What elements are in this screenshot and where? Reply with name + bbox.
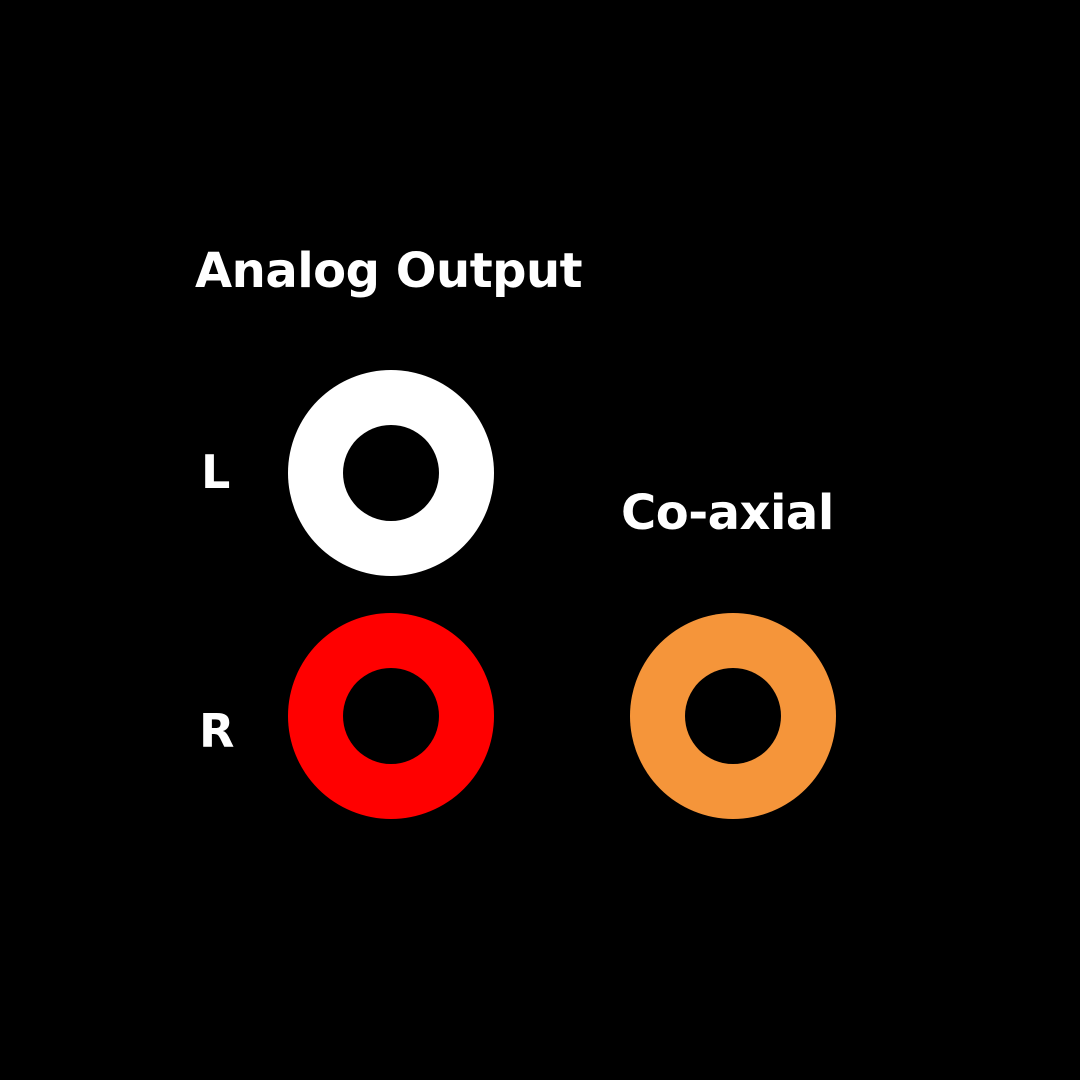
jack-hole (685, 668, 781, 764)
right-channel-label: R (199, 704, 235, 758)
coaxial-jack-icon (630, 613, 836, 819)
coaxial-title: Co-axial (621, 485, 834, 541)
left-rca-jack-icon (288, 370, 494, 576)
jack-hole (343, 668, 439, 764)
right-rca-jack-icon (288, 613, 494, 819)
analog-output-title: Analog Output (195, 243, 583, 299)
jack-hole (343, 425, 439, 521)
left-channel-label: L (201, 445, 231, 499)
